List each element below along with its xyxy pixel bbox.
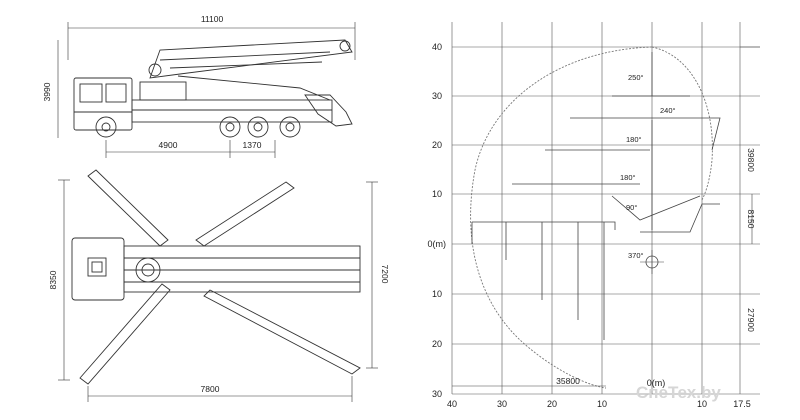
x-tick-label: 0(m) (647, 378, 666, 388)
x-tick-label: 30 (497, 399, 507, 409)
angle-label: 90° (626, 203, 637, 212)
top-view (58, 169, 378, 402)
reach-chart (451, 22, 760, 395)
boom-base-height-label: 8150 (746, 210, 756, 229)
y-tick-label: 20 (432, 140, 442, 150)
watermark: СпеТех.by (636, 383, 721, 402)
y-tick-label: 0(m) (428, 239, 447, 249)
x-tick-label: 17.5 (733, 399, 751, 409)
horizontal-reach-label: 35800 (556, 376, 580, 386)
side-height-label: 3990 (42, 82, 52, 101)
y-tick-label: 20 (432, 339, 442, 349)
side-length-label: 11100 (201, 14, 224, 24)
angle-label: 250° (628, 73, 644, 82)
angle-label: 180° (620, 173, 636, 182)
outrigger-length-label: 7800 (201, 384, 220, 394)
y-tick-label: 30 (432, 389, 442, 399)
outrigger-spread-label: 8350 (48, 270, 58, 289)
x-tick-label: 40 (447, 399, 457, 409)
wheelbase-b-label: 1370 (243, 140, 262, 150)
angle-label: 370° (628, 251, 644, 260)
y-tick-label: 30 (432, 91, 442, 101)
y-tick-label: 10 (432, 289, 442, 299)
y-tick-label: 10 (432, 189, 442, 199)
chart-grid (451, 22, 760, 395)
angle-label: 240° (660, 106, 676, 115)
wheelbase-a-label: 4900 (159, 140, 178, 150)
angle-label: 180° (626, 135, 642, 144)
x-tick-label: 10 (697, 399, 707, 409)
y-tick-label: 40 (432, 42, 442, 52)
depth-reach-label: 27900 (746, 308, 756, 332)
x-tick-label: 20 (547, 399, 557, 409)
outrigger-span-label: 7200 (380, 265, 390, 284)
side-view (57, 22, 356, 158)
x-tick-label: 10 (597, 399, 607, 409)
reach-envelope (470, 46, 653, 389)
vertical-reach-label: 39800 (746, 148, 756, 172)
